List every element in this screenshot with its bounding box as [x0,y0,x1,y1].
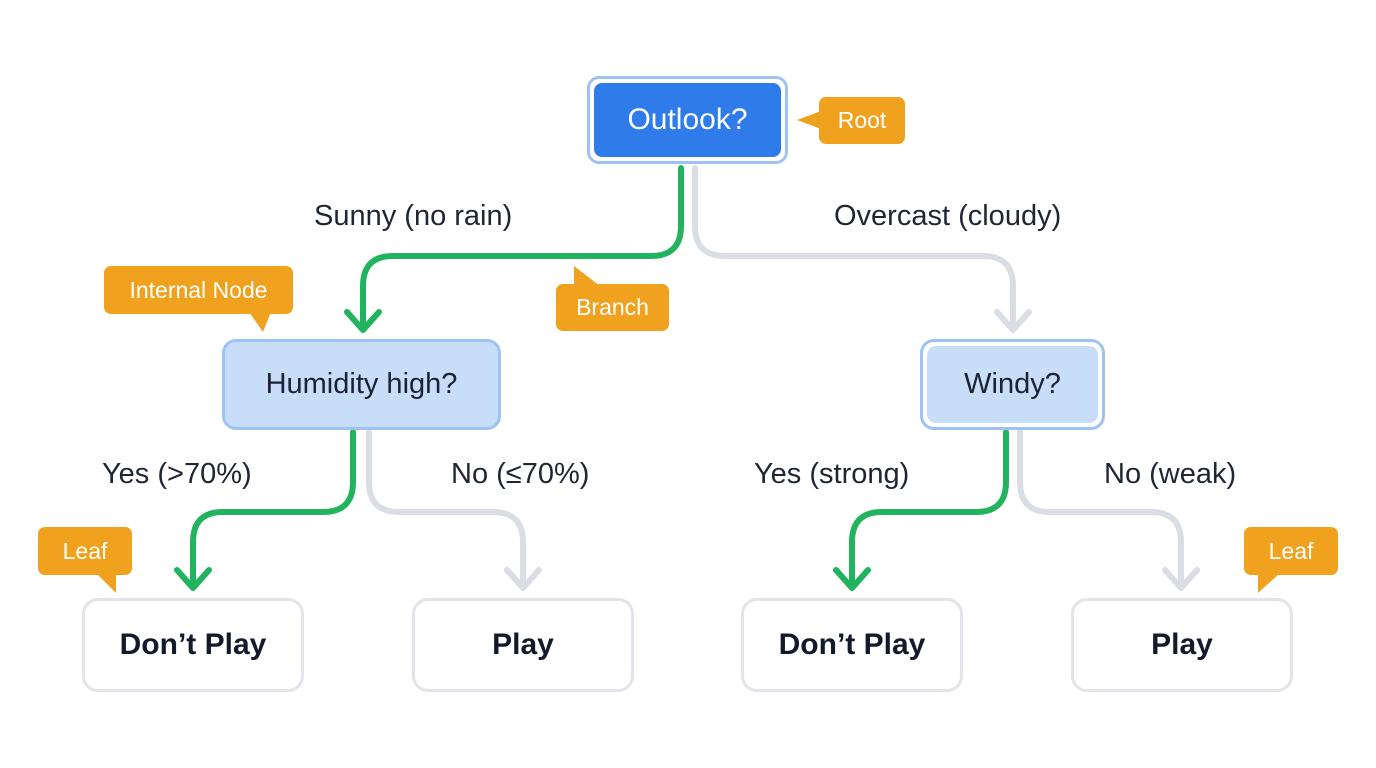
callout-leaf-right-label: Leaf [1268,537,1314,564]
humidity-node: Humidity high? [222,339,501,430]
callout-root-pointer [797,111,821,129]
callout-leaf-right: Leaf [1244,527,1338,593]
leaf-node-play-dry: Play [412,598,634,692]
callout-root-label: Root [837,107,887,133]
leaf-node-dont-play-humid: Don’t Play [82,598,304,692]
windy-node-label: Windy? [927,346,1098,423]
branch-label-overcast: Overcast (cloudy) [834,200,1062,232]
edge-humidity-leaf1 [190,429,356,589]
callout-internal-label: Internal Node [129,276,268,303]
callout-leaf-left: Leaf [38,527,132,593]
callout-branch-pointer [574,266,600,286]
branch-label-windy-yes: Yes (strong) [754,458,910,490]
callout-leaf-left-label: Leaf [62,537,108,564]
edge-humidity-leaf2-arrowhead [504,567,542,591]
edge-humidity-leaf1-arrowhead [174,567,212,591]
edge-windy-leaf4-arrowhead [1162,567,1200,591]
leaf-node-dont-play-windy: Don’t Play [741,598,963,692]
callout-leaf-left-pointer [96,573,116,593]
callout-branch-label: Branch [576,294,649,320]
callout-root: Root [797,97,905,144]
leaf-node-play-calm: Play [1071,598,1293,692]
edge-root-humidity [360,165,684,331]
windy-node: Windy? [920,339,1105,430]
root-node: Outlook? [587,76,788,164]
callout-internal-node: Internal Node [104,266,293,332]
branch-label-sunny: Sunny (no rain) [314,200,513,232]
branch-label-windy-no: No (weak) [1104,458,1237,490]
edge-root-windy [692,165,1016,331]
branch-label-humidity-no: No (≤70%) [451,458,590,490]
edge-windy-leaf3-arrowhead [833,567,871,591]
root-node-label: Outlook? [594,83,781,157]
branch-label-humidity-yes: Yes (>70%) [102,458,252,490]
edge-windy-leaf4 [1017,429,1184,589]
edge-root-windy-arrowhead [994,309,1032,333]
callout-branch: Branch [556,266,669,331]
edge-root-humidity-arrowhead [344,309,382,333]
edge-windy-leaf3 [849,429,1009,589]
callout-leaf-right-pointer [1258,573,1280,593]
edge-humidity-leaf2 [366,429,526,589]
